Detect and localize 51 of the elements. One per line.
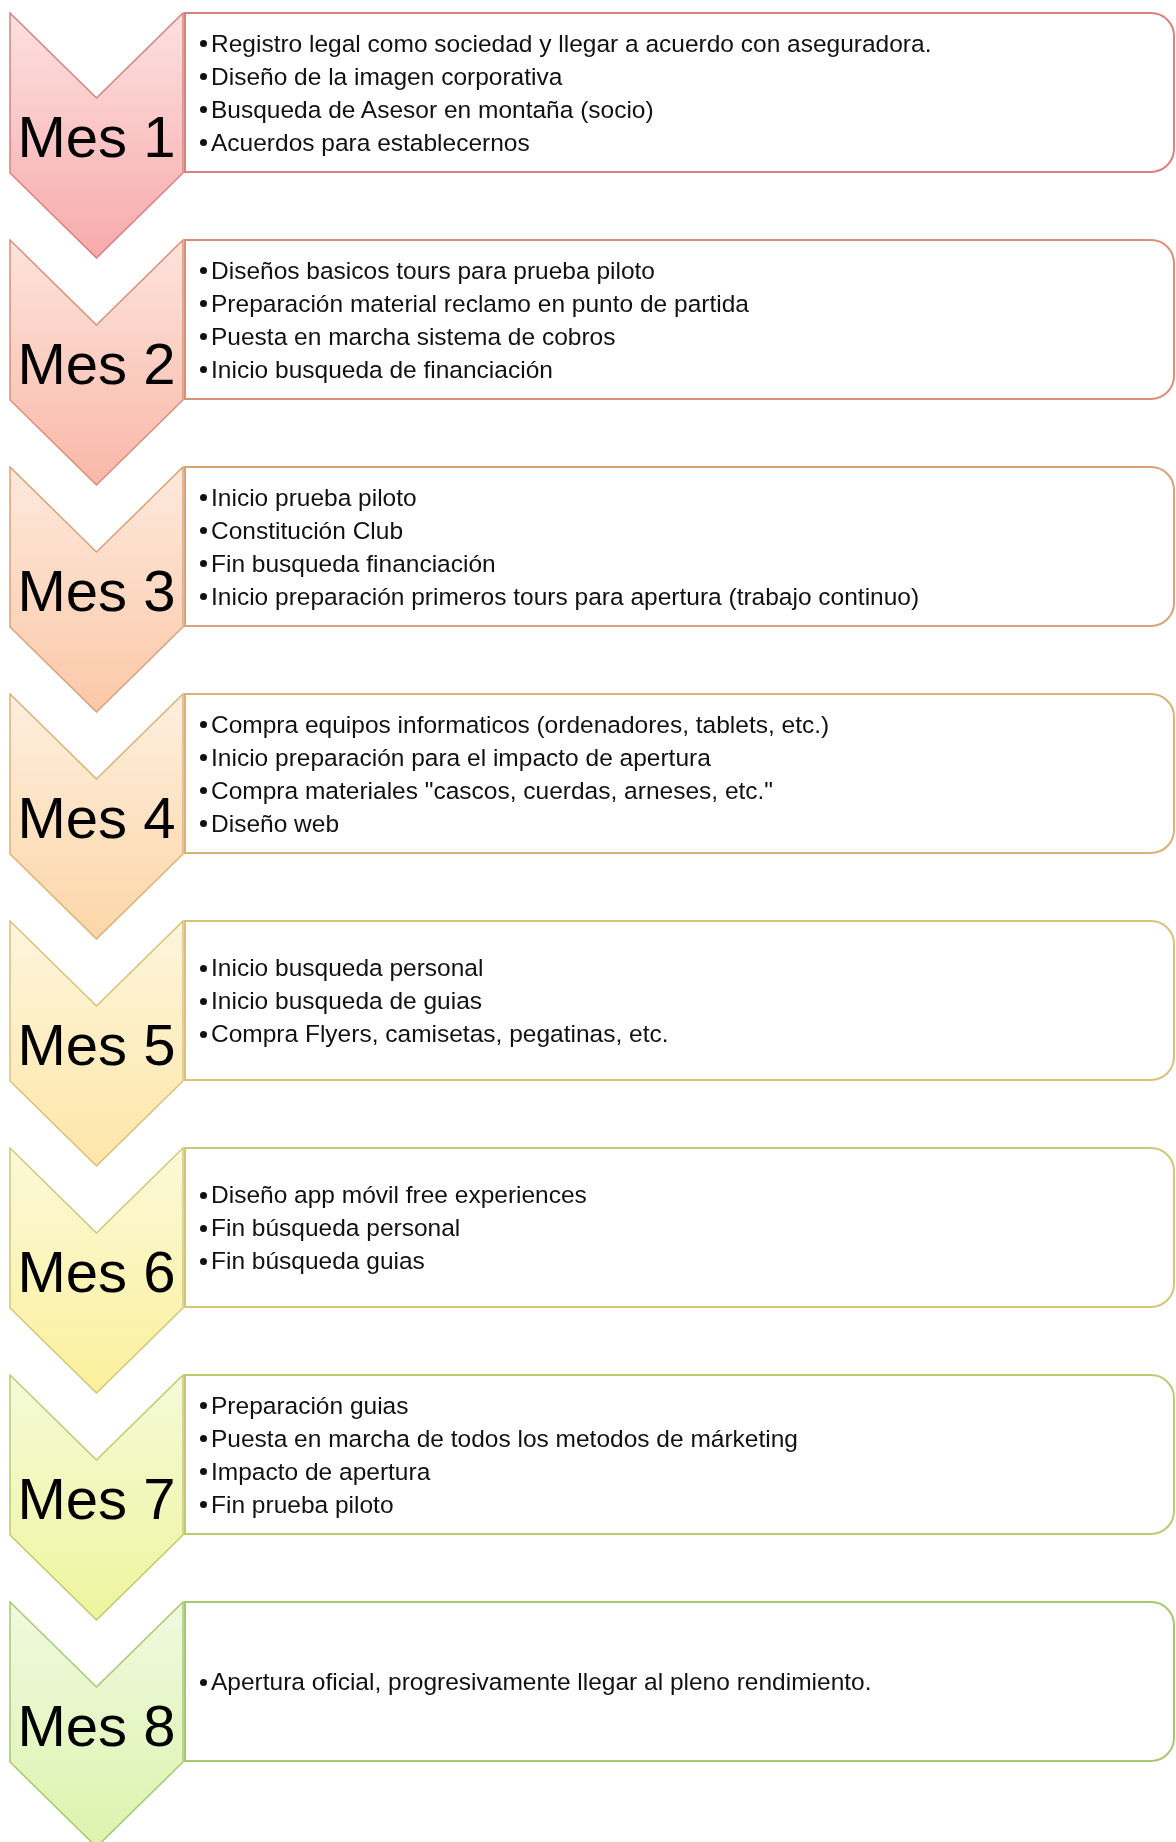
month-label: Mes 4 (16, 783, 177, 850)
month-label: Mes 7 (16, 1464, 177, 1531)
task-box (184, 1601, 1175, 1762)
task-text: Inicio preparación para el impacto de apertura (211, 743, 711, 771)
timeline-step (9, 466, 184, 713)
task-text: Fin prueba piloto (211, 1490, 394, 1518)
task-text: Impacto de apertura (211, 1457, 431, 1485)
task-box (184, 239, 1175, 400)
task-text: Fin busqueda financiación (211, 549, 496, 577)
task-text: Apertura oficial, progresivamente llegar al pleno rendimiento. (211, 1668, 872, 1695)
task-text: Puesta en marcha sistema de cobros (211, 322, 616, 350)
task-text: Compra Flyers, camisetas, pegatinas, etc. (211, 1020, 669, 1047)
task-box (184, 920, 1175, 1081)
task-box (184, 466, 1175, 627)
task-box (184, 1374, 1175, 1535)
month-label: Mes 3 (16, 556, 177, 623)
timeline-step (9, 12, 184, 259)
task-text: Registro legal como sociedad y llegar a acuerdo con aseguradora. (211, 29, 932, 57)
month-label: Mes 1 (16, 102, 177, 169)
task-box (184, 12, 1175, 173)
month-label: Mes 6 (16, 1237, 177, 1304)
timeline-step (9, 920, 184, 1167)
month-label: Mes 2 (16, 329, 177, 396)
task-text: Constitución Club (211, 516, 404, 544)
timeline-step (9, 693, 184, 940)
task-text: Preparación material reclamo en punto de partida (211, 289, 749, 317)
task-text: Acuerdos para establecernos (211, 128, 530, 156)
task-text: Diseños basicos tours para prueba piloto (211, 256, 655, 284)
task-text: Fin búsqueda guias (211, 1247, 425, 1274)
task-box (184, 1147, 1175, 1308)
timeline-step (9, 239, 184, 486)
timeline-step (9, 1601, 184, 1842)
task-text: Diseño de la imagen corporativa (211, 62, 563, 90)
timeline-step (9, 1147, 184, 1394)
task-text: Diseño app móvil free experiences (211, 1181, 587, 1208)
task-text: Preparación guias (211, 1391, 409, 1419)
task-text: Busqueda de Asesor en montaña (socio) (211, 95, 654, 123)
timeline-step (9, 1374, 184, 1621)
task-text: Inicio preparación primeros tours para apertura (trabajo continuo) (211, 582, 920, 610)
task-text: Puesta en marcha de todos los metodos de márketing (211, 1424, 798, 1452)
task-text: Fin búsqueda personal (211, 1214, 461, 1241)
task-box (184, 693, 1175, 854)
task-text: Inicio busqueda de guias (211, 987, 483, 1014)
task-text: Inicio busqueda de financiación (211, 355, 553, 383)
task-text: Inicio busqueda personal (211, 954, 484, 981)
task-text: Compra equipos informaticos (ordenadores, tablets, etc.) (211, 710, 830, 738)
task-text: Compra materiales "cascos, cuerdas, arneses, etc." (211, 776, 774, 804)
month-label: Mes 8 (16, 1691, 177, 1758)
task-text: Inicio prueba piloto (211, 483, 417, 511)
task-text: Diseño web (211, 809, 339, 837)
month-label: Mes 5 (16, 1010, 177, 1077)
